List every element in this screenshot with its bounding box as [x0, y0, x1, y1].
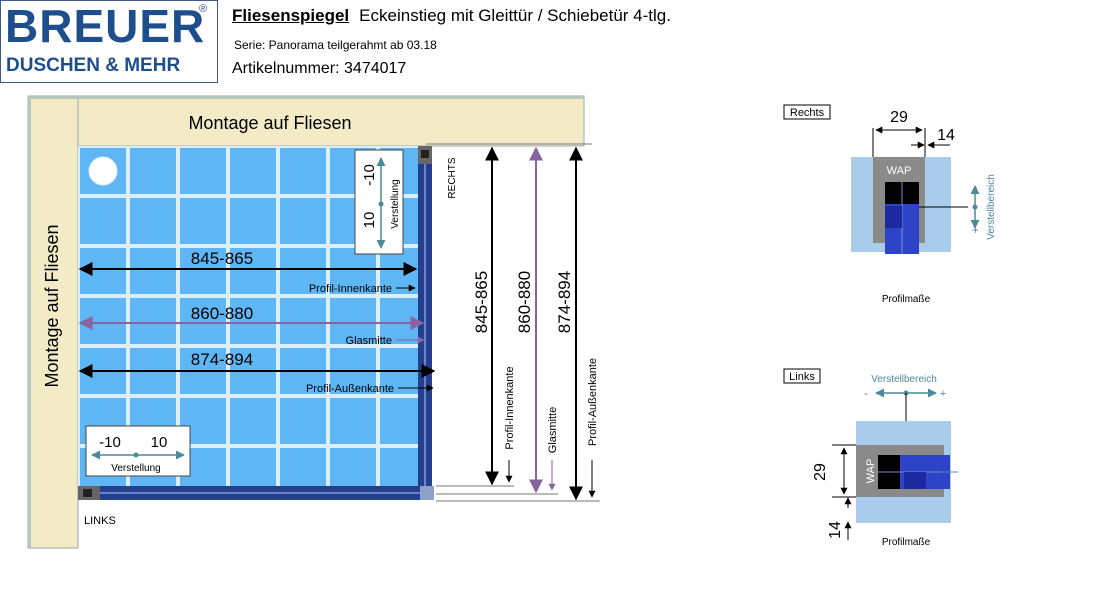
svg-text:+: +	[970, 227, 982, 233]
logo-wordmark: BREUER	[5, 0, 206, 52]
vertical-leader-aussenkante: Profil-Außenkante	[587, 358, 599, 446]
wall-left-label: Montage auf Fliesen	[42, 224, 62, 387]
side-label-links: LINKS	[84, 515, 116, 527]
shower-profile-bottom	[78, 486, 434, 500]
detail-rechts: Rechts WAP 29 14 - + Verstellbereich Pro…	[783, 104, 997, 305]
vertical-leader-innenkante: Profil-Innenkante	[504, 366, 516, 449]
detail-links-caption: Profilmaße	[882, 537, 931, 548]
leader-profil-innenkante: Profil-Innenkante	[309, 283, 392, 295]
dim-vertical-outer-value: 874-894	[555, 271, 574, 333]
detail-links-tag: Links	[789, 371, 815, 383]
leader-profil-aussenkante: Profil-Außenkante	[306, 383, 394, 395]
dim-horizontal-inner-value: 845-865	[191, 249, 253, 268]
dim-vertical-inner-value: 845-865	[472, 271, 491, 333]
document-title: Fliesenspiegel Eckeinstieg mit Gleittür /…	[232, 6, 671, 26]
svg-text:-: -	[971, 186, 982, 189]
detail-links-dim-29: 29	[812, 463, 829, 481]
vertical-leader-glasmitte: Glasmitte	[547, 407, 559, 453]
adjustment-left-label: Verstellung	[111, 463, 160, 474]
adjustment-left-minus: -10	[99, 434, 121, 451]
detail-rechts-range: Verstellbereich	[986, 174, 997, 240]
logo-registered-mark: ®	[199, 3, 208, 15]
title-keyword: Fliesenspiegel	[232, 6, 350, 25]
adjustment-box-left: -10 10 Verstellung	[85, 425, 191, 477]
wall-l-shape	[27, 95, 585, 549]
adjustment-right-plus: 10	[361, 212, 378, 229]
adjustment-box-right: -10 10 Verstellung	[354, 149, 404, 255]
shower-profile-right	[418, 146, 432, 488]
detail-rechts-wap: WAP	[887, 165, 912, 177]
drain-icon	[88, 156, 118, 186]
adjustment-left-plus: 10	[151, 434, 168, 451]
detail-links-range: Verstellbereich	[871, 374, 937, 385]
brand-logo: BREUER ® DUSCHEN & MEHR	[0, 0, 218, 83]
detail-links-wap: WAP	[865, 459, 877, 484]
dim-vertical-glass-value: 860-880	[515, 271, 534, 333]
logo-tagline: DUSCHEN & MEHR	[6, 55, 181, 76]
svg-text:+: +	[940, 388, 946, 400]
dim-horizontal-glass-value: 860-880	[191, 304, 253, 323]
detail-links-dim-14: 14	[827, 521, 844, 539]
article-number: Artikelnummer: 3474017	[232, 60, 407, 77]
detail-links: Links Verstellbereich - + WAP 29 14 Prof…	[783, 368, 958, 548]
dim-horizontal-outer-value: 874-894	[191, 350, 253, 369]
side-label-rechts: RECHTS	[447, 157, 458, 198]
adjustment-right-label: Verstellung	[390, 179, 401, 228]
series-line: Serie: Panorama teilgerahmt ab 03.18	[234, 38, 437, 52]
wall-top-label: Montage auf Fliesen	[188, 113, 351, 133]
adjustment-right-minus: -10	[361, 164, 378, 186]
svg-text:-: -	[864, 388, 868, 400]
leader-glasmitte: Glasmitte	[346, 335, 392, 347]
detail-rechts-tag: Rechts	[790, 107, 825, 119]
detail-rechts-dim-29: 29	[890, 109, 908, 126]
detail-rechts-dim-14: 14	[937, 127, 955, 144]
title-product: Eckeinstieg mit Gleittür / Schiebetür 4-…	[359, 6, 671, 25]
detail-rechts-caption: Profilmaße	[882, 294, 931, 305]
